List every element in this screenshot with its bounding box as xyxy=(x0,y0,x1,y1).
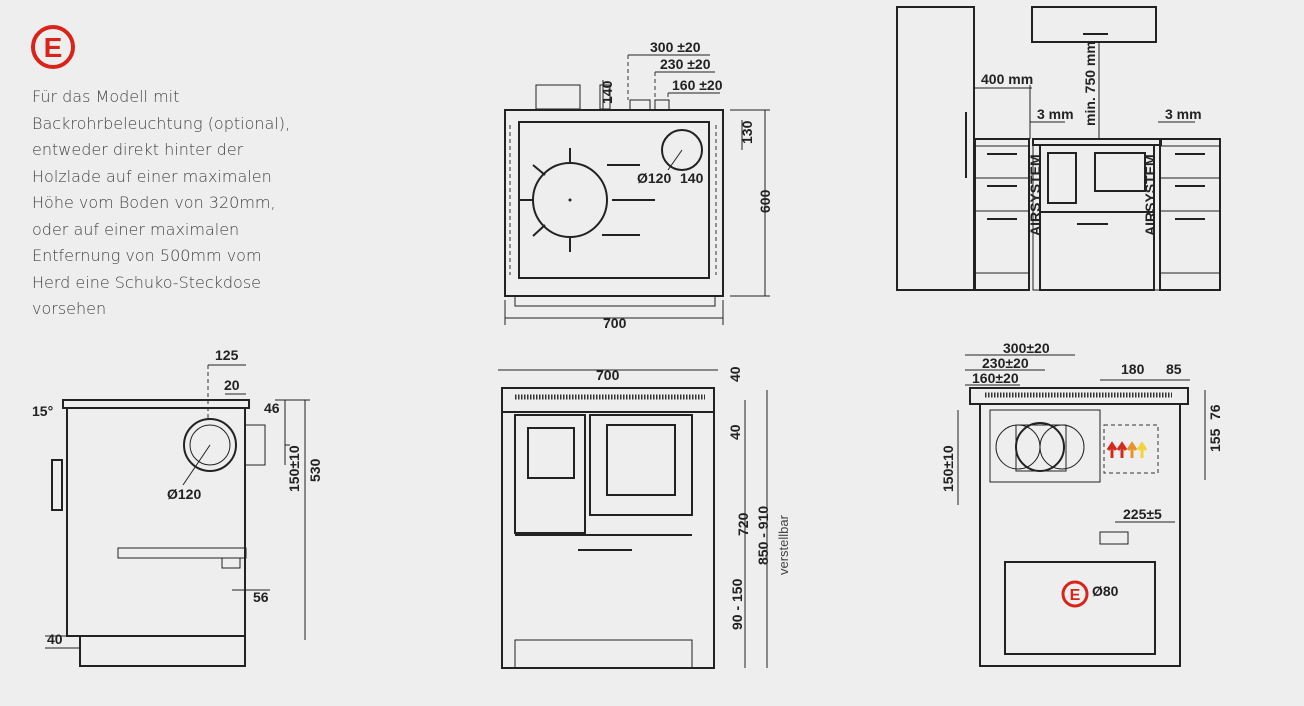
dim-tall-cabinet-gap: 400 mm xyxy=(981,71,1033,87)
electrical-marker-icon: E xyxy=(31,25,75,69)
dim-front-700: 700 xyxy=(596,367,620,383)
note-line: Holzlade auf einer maximalen xyxy=(32,166,272,186)
dim-back-300: 300±20 xyxy=(1003,340,1050,356)
dim-front-feet: 90 - 150 xyxy=(729,578,745,630)
dim-back-160: 160±20 xyxy=(972,370,1019,386)
note-line: Backrohrbeleuchtung (optional), xyxy=(32,113,291,133)
dim-front-40a: 40 xyxy=(727,366,743,382)
dim-side-40: 40 xyxy=(47,631,63,647)
airsystem-label-right: AIRSYSTEM xyxy=(1142,154,1158,236)
back-view xyxy=(957,354,1206,667)
top-view xyxy=(504,54,770,325)
dim-back-150: 150±10 xyxy=(940,445,956,492)
side-view xyxy=(45,364,310,667)
kitchen-installation-view xyxy=(896,6,1221,291)
dim-top-700: 700 xyxy=(603,315,627,331)
dim-top-130: 130 xyxy=(739,120,755,144)
note-line: Herd eine Schuko-Steckdose xyxy=(32,272,262,292)
dim-right-gap: 3 mm xyxy=(1165,106,1202,122)
airflow-icon xyxy=(1106,441,1148,458)
note-line: oder auf einer maximalen xyxy=(32,219,240,239)
back-electrical-marker-icon: E xyxy=(1070,587,1081,604)
dim-side-20: 20 xyxy=(224,377,240,393)
dim-side-530: 530 xyxy=(307,458,323,482)
dim-top-140b: 140 xyxy=(680,170,704,186)
dim-top-230: 230 ±20 xyxy=(660,56,711,72)
note-line: vorsehen xyxy=(32,299,107,318)
dim-back-76: 76 xyxy=(1207,404,1223,420)
front-view xyxy=(498,369,768,669)
note-line: Entfernung von 500mm vom xyxy=(32,246,262,265)
note-line: Höhe vom Boden von 320mm, xyxy=(32,193,276,212)
dim-side-125: 125 xyxy=(215,347,239,363)
dim-back-155: 155 xyxy=(1207,428,1223,452)
dim-back-dia80: Ø80 xyxy=(1092,583,1119,599)
dim-back-230: 230±20 xyxy=(982,355,1029,371)
dim-front-40b: 40 xyxy=(727,424,743,440)
dim-side-46: 46 xyxy=(264,400,280,416)
airsystem-label-left: AIRSYSTEM xyxy=(1027,154,1043,236)
note-line: entweder direkt hinter der xyxy=(32,140,244,159)
dim-top-300: 300 ±20 xyxy=(650,39,701,55)
dim-front-720: 720 xyxy=(735,512,751,536)
dim-side-56: 56 xyxy=(253,589,269,605)
dim-top-dia120: Ø120 xyxy=(637,170,671,186)
dim-front-height: 850 - 910 xyxy=(755,506,771,565)
dim-back-85: 85 xyxy=(1166,361,1182,377)
dim-top-140a: 140 xyxy=(599,80,615,104)
dim-top-160: 160 ±20 xyxy=(672,77,723,93)
installation-note: Für das Modell mit Backrohrbeleuchtung (… xyxy=(32,84,312,323)
svg-text:E: E xyxy=(44,32,63,63)
dim-side-150: 150±10 xyxy=(286,445,302,492)
dim-back-225: 225±5 xyxy=(1123,506,1162,522)
note-line: Für das Modell mit xyxy=(32,87,180,106)
adjustable-label: verstellbar xyxy=(776,514,791,575)
dim-top-600: 600 xyxy=(757,189,773,213)
dim-side-dia120: Ø120 xyxy=(167,486,201,502)
dim-left-gap: 3 mm xyxy=(1037,106,1074,122)
dim-side-angle: 15° xyxy=(32,403,53,419)
dim-back-180: 180 xyxy=(1121,361,1145,377)
dim-hood-clearance: min. 750 mm xyxy=(1082,41,1098,126)
